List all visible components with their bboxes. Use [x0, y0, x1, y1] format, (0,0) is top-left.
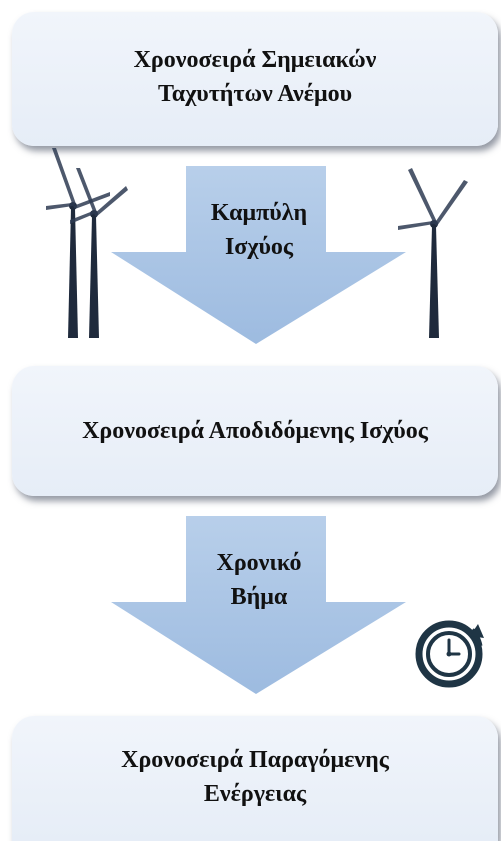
down-arrow: [111, 166, 406, 344]
step-label: Χρονοσειρά Αποδιδόμενης Ισχύος: [82, 418, 428, 444]
step-label: Χρονοσειρά Παραγόμενης Ενέργειας: [121, 746, 389, 807]
arrow-label: Καμπύλη Ισχύος: [210, 200, 308, 260]
clock-icon: [415, 620, 484, 688]
step-box-energy-production: Χρονοσειρά Παραγόμενης Ενέργειας: [12, 716, 498, 841]
wind-turbine-icon: [70, 168, 128, 338]
step-label: Χρονοσειρά Σημειακών Ταχυτήτων Ανέμου: [133, 47, 377, 107]
down-arrow: [111, 516, 406, 694]
step-box-wind-speed: Χρονοσειρά Σημειακών Ταχυτήτων Ανέμου: [12, 12, 498, 146]
step-box-power-output: Χρονοσειρά Αποδιδόμενης Ισχύος: [12, 366, 498, 496]
wind-turbine-icon: [398, 168, 468, 338]
arrow-label: Χρονικό Βήμα: [216, 550, 302, 610]
